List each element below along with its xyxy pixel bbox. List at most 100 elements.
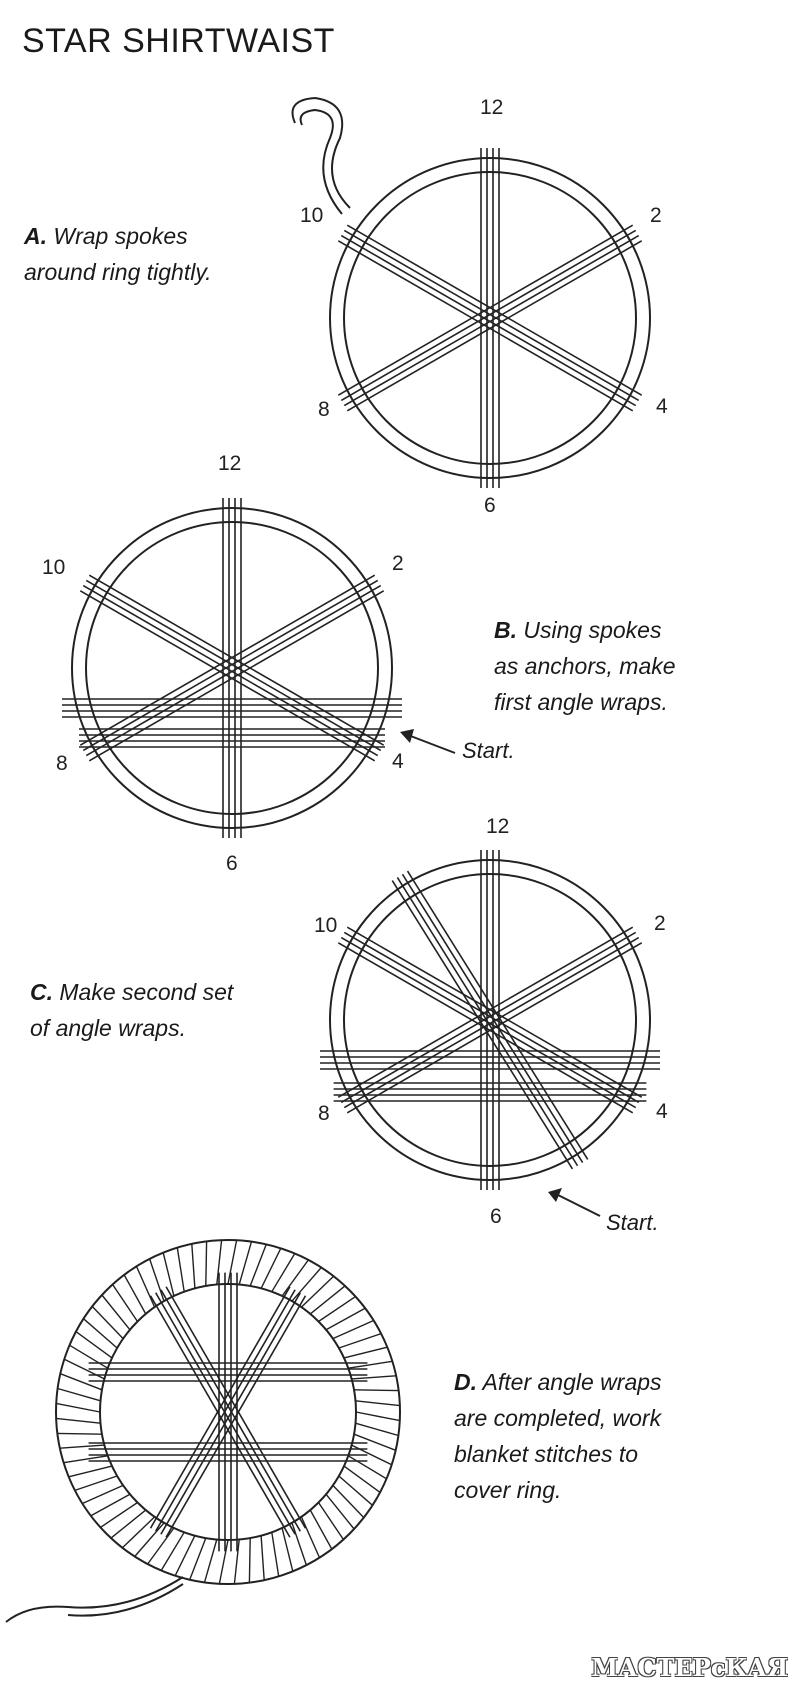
fig-b-label-12: 12 [218, 452, 242, 475]
caption-step-a: A. Wrap spokes around ring tightly. [24, 218, 212, 290]
stitch [160, 1531, 185, 1571]
step-letter: C. [30, 979, 53, 1005]
caption-step-d: D. After angle wraps are completed, work… [454, 1364, 662, 1508]
stitch [260, 1535, 265, 1581]
figure-a [291, 96, 651, 489]
figure-b [61, 497, 403, 839]
stitch [338, 1475, 373, 1506]
stitch [271, 1253, 296, 1293]
stitch [300, 1275, 335, 1308]
fig-a-label-12: 12 [480, 96, 504, 119]
cord-tail [5, 1576, 184, 1623]
stitch [318, 1296, 356, 1323]
stitch [260, 1247, 282, 1289]
stitch [309, 1285, 346, 1315]
stitch [101, 1294, 131, 1331]
fig-a-label-6: 6 [484, 494, 496, 517]
stitch [174, 1535, 196, 1577]
stitch [83, 1318, 118, 1349]
caption-step-b: B. Using spokes as anchors, make first a… [494, 612, 676, 720]
stitch [82, 1484, 124, 1505]
fig-a-label-10: 10 [300, 204, 324, 227]
stitch [203, 1539, 218, 1583]
stitch [291, 1522, 308, 1566]
step-letter: B. [494, 617, 517, 643]
stitch [75, 1331, 113, 1359]
stitch [281, 1527, 294, 1572]
stitch [176, 1247, 185, 1292]
caption-step-c: C. Make second set of angle wraps. [30, 974, 233, 1046]
stitch [63, 1455, 108, 1464]
caption-line: around ring tightly. [24, 259, 212, 285]
fig-c-label-10: 10 [314, 914, 338, 937]
caption-line: Wrap spokes [53, 223, 188, 249]
caption-line: are completed, work [454, 1405, 662, 1431]
stitch [191, 1243, 196, 1289]
start-arrow-b [400, 729, 456, 754]
caption-line: After angle wraps [482, 1369, 662, 1395]
stitch [281, 1259, 309, 1297]
caption-line: Make second set [59, 979, 234, 1005]
stitch [353, 1433, 396, 1451]
caption-line: first angle wraps. [494, 689, 668, 715]
caption-line: blanket stitches to [454, 1441, 639, 1467]
step-letter: D. [454, 1369, 477, 1395]
stitch [355, 1422, 399, 1437]
stitch [216, 1240, 223, 1285]
stitch [354, 1389, 399, 1392]
stitch [68, 1465, 113, 1478]
stitch [74, 1475, 118, 1492]
stitch [91, 1305, 124, 1340]
fig-b-label-2: 2 [392, 552, 404, 575]
stitch [59, 1444, 105, 1449]
stitch [332, 1319, 374, 1340]
stitch [343, 1346, 388, 1359]
fig-b-label-4: 4 [392, 750, 404, 773]
stitch [300, 1516, 321, 1558]
watermark: МАСТЕРсКАЯ [591, 1653, 788, 1682]
caption-line: of angle wraps. [30, 1015, 186, 1041]
stitch [325, 1493, 355, 1530]
angle-wrap-3 [391, 870, 589, 1170]
fig-c-label-12: 12 [486, 815, 510, 838]
blanket-stitches: (function(){ var g = document.currentScr… [56, 1240, 400, 1584]
fig-c-label-4: 4 [656, 1100, 668, 1123]
stitch [134, 1522, 165, 1557]
angle-wrap-2 [332, 1082, 648, 1102]
caption-line: as anchors, make [494, 653, 676, 679]
stitch [148, 1258, 165, 1302]
ring [329, 859, 651, 1181]
ring [329, 157, 651, 479]
stitch [218, 1539, 229, 1584]
figure-d: (function(){ var g = document.currentScr… [5, 1239, 401, 1623]
ring [71, 507, 393, 829]
stitch [248, 1538, 251, 1583]
stitch [135, 1266, 156, 1308]
stitch [338, 1332, 382, 1349]
stitch [233, 1539, 240, 1584]
star-wrap-4 [87, 1442, 369, 1462]
stitch [162, 1252, 175, 1297]
start-arrow-c [548, 1188, 601, 1217]
stitch [355, 1400, 400, 1407]
stitch [347, 1455, 387, 1480]
fig-a-label-4: 4 [656, 395, 668, 418]
stitch [56, 1402, 101, 1413]
stitch [317, 1502, 344, 1540]
stitch [69, 1344, 109, 1369]
stitch [343, 1465, 381, 1493]
stitch [348, 1360, 393, 1369]
stitch [291, 1267, 322, 1302]
fig-b-label-6: 6 [226, 852, 238, 875]
cord-tail [291, 96, 351, 209]
stitch [100, 1501, 138, 1528]
stitch [189, 1537, 207, 1580]
stitch [325, 1307, 366, 1331]
stitch [249, 1244, 267, 1287]
stitch [57, 1432, 102, 1435]
angle-wrap-1 [61, 698, 403, 718]
fig-b-start-label: Start. [462, 738, 515, 763]
fig-a-label-8: 8 [318, 398, 330, 421]
stitch [205, 1241, 208, 1286]
angle-wrap-1 [319, 1050, 661, 1070]
